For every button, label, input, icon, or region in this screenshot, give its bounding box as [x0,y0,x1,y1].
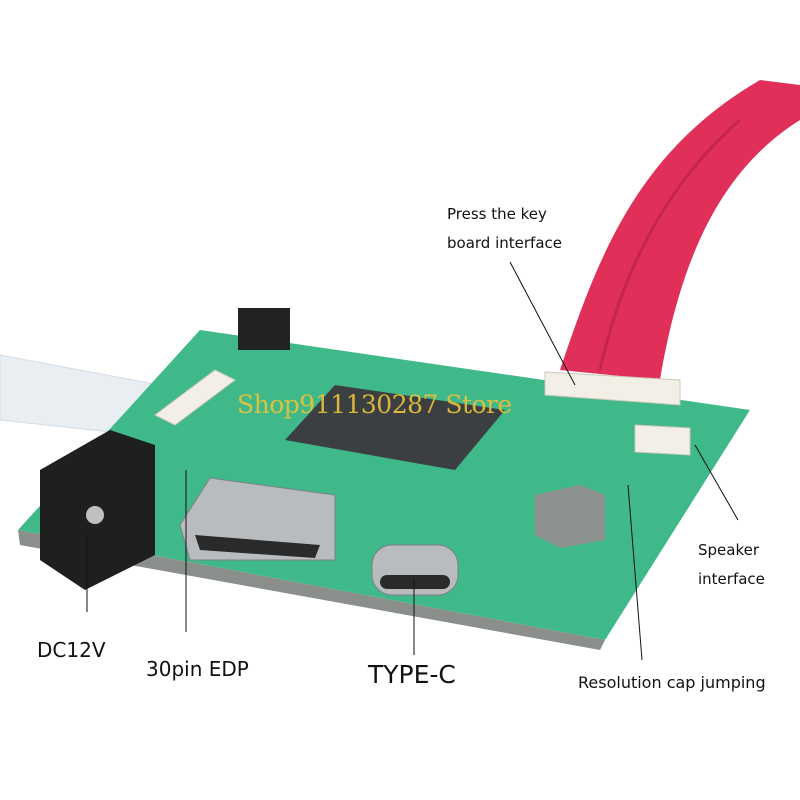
label-30pin-edp: 30pin EDP [146,657,249,681]
pcb-board [18,330,750,640]
pin-header [238,308,290,350]
label-resolution-cap-jumping: Resolution cap jumping [578,673,766,692]
label-dc12v: DC12V [37,638,106,662]
label-line: Press the key [447,205,547,223]
label-keyboard-interface: Press the key board interface [447,200,562,258]
label-line: interface [698,570,765,588]
watermark: Shop911130287 Store [237,390,512,419]
keyboard-ribbon-cable [560,80,800,380]
inductor [535,485,605,548]
callout-lines [86,261,739,661]
label-speaker-interface: Speaker interface [698,536,765,594]
speaker-connector [634,424,691,456]
label-typec: TYPE-C [368,660,456,689]
keyboard-connector [544,371,681,406]
edp-connector [154,369,236,426]
label-line: board interface [447,234,562,252]
main-chip [285,385,505,470]
label-line: Speaker [698,541,760,559]
